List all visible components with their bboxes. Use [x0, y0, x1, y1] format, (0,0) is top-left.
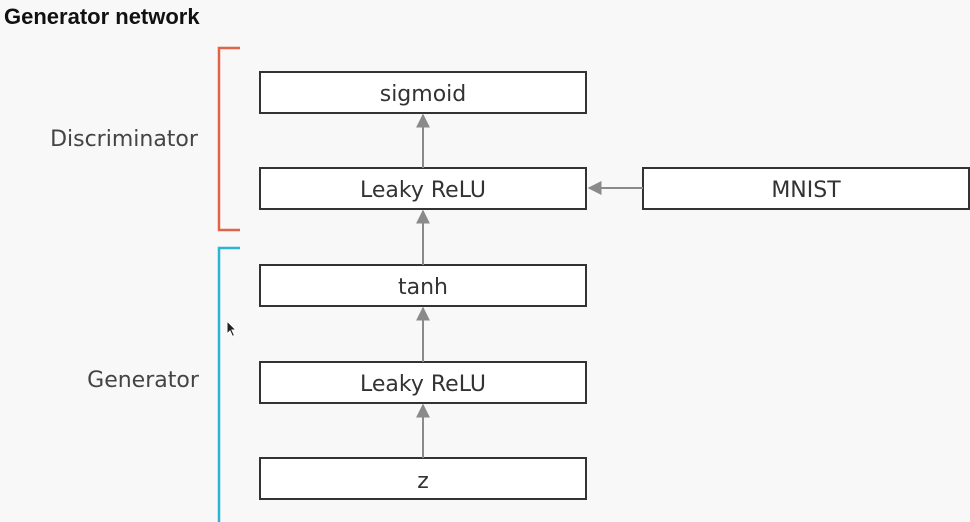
tanh-box-label: tanh [398, 275, 448, 300]
discriminator-label: Discriminator [50, 127, 199, 152]
generator-label: Generator [87, 368, 200, 393]
sigmoid-box: sigmoid [259, 71, 587, 114]
sigmoid-box-label: sigmoid [380, 82, 467, 107]
z-box: z [259, 457, 587, 500]
mnist-box: MNIST [642, 167, 970, 210]
generator-leaky-relu-box: Leaky ReLU [259, 361, 587, 404]
discriminator-bracket [217, 46, 240, 232]
tanh-box: tanh [259, 264, 587, 307]
page-title: Generator network [4, 4, 200, 29]
mnist-box-label: MNIST [771, 178, 841, 203]
generator-leaky-relu-label: Leaky ReLU [360, 372, 486, 397]
mouse-cursor-icon [226, 320, 238, 338]
discriminator-leaky-relu-box: Leaky ReLU [259, 167, 587, 210]
generator-bracket [217, 246, 240, 522]
discriminator-leaky-relu-label: Leaky ReLU [360, 178, 486, 203]
z-box-label: z [417, 469, 429, 494]
